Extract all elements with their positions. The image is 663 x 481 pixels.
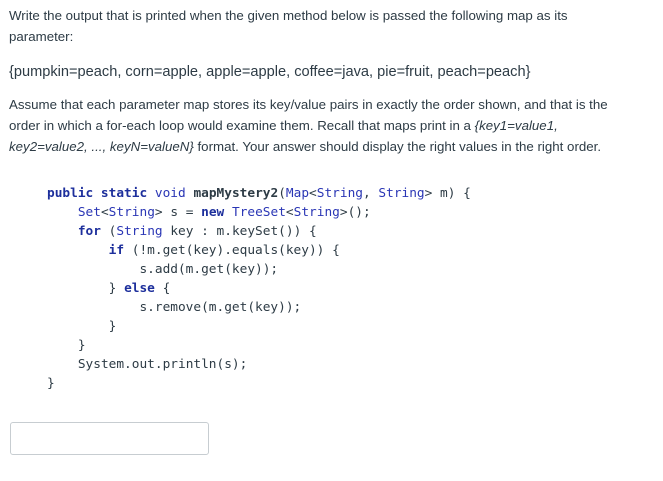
code-line-4: if (!m.get(key).equals(key)) { — [108, 243, 340, 258]
assumption-line-3: key2=value2, ..., keyN=valueN} format. Y… — [9, 136, 601, 157]
code-block: public static void mapMystery2(Map<Strin… — [47, 184, 471, 393]
code-line-2: Set<String> s = new TreeSet<String>(); — [77, 205, 371, 220]
format-example: key2=value2, ..., keyN=valueN} — [9, 139, 194, 154]
question-text-line-1: Write the output that is printed when th… — [9, 8, 568, 23]
code-line-1: public static void mapMystery2(Map<Strin… — [47, 186, 471, 201]
code-line-9: } — [77, 338, 86, 353]
assumption-text: order in which a for-each loop would exa… — [9, 118, 475, 133]
question-text-line-2: parameter: — [9, 29, 74, 44]
format-example: {key1=value1, — [474, 118, 558, 133]
assumption-line-2: order in which a for-each loop would exa… — [9, 115, 558, 136]
code-line-6: } else { — [108, 281, 171, 296]
code-line-7: s.remove(m.get(key)); — [139, 300, 302, 315]
code-line-3: for (String key : m.keySet()) { — [77, 224, 317, 239]
map-parameter: {pumpkin=peach, corn=apple, apple=apple,… — [9, 64, 531, 80]
code-line-5: s.add(m.get(key)); — [139, 262, 279, 277]
assumption-text: format. Your answer should display the r… — [193, 139, 602, 154]
assumption-line-1: Assume that each parameter map stores it… — [9, 97, 608, 112]
answer-input[interactable] — [10, 422, 209, 455]
code-line-10: System.out.println(s); — [77, 357, 248, 372]
code-line-8: } — [108, 319, 117, 334]
code-line-11: } — [47, 376, 55, 391]
